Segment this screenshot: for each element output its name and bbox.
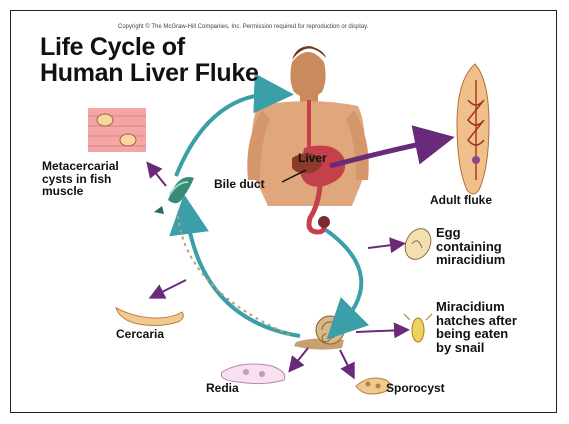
label-liver: Liver <box>298 152 327 165</box>
fish <box>154 177 194 214</box>
label-egg: Egg containing miracidium <box>436 226 505 267</box>
label-adult-fluke: Adult fluke <box>430 194 492 207</box>
label-miracidium: Miracidium hatches after being eaten by … <box>436 300 517 355</box>
arrow-to-egg <box>368 244 400 248</box>
label-sporocyst: Sporocyst <box>386 382 445 395</box>
label-cercaria: Cercaria <box>116 328 164 341</box>
arrow-to-redia <box>292 348 308 368</box>
snail <box>294 316 344 350</box>
diagram-title: Life Cycle of Human Liver Fluke <box>40 34 259 87</box>
cercaria-trail <box>178 216 292 336</box>
arrow-to-cercaria <box>154 280 186 296</box>
egg <box>400 224 435 263</box>
copyright-notice: Copyright © The McGraw-Hill Companies, I… <box>118 24 368 30</box>
cercaria <box>116 308 183 326</box>
arrow-to-miracidium <box>356 330 404 332</box>
label-metacercarial: Metacercarial cysts in fish muscle <box>42 160 119 198</box>
arrow-to-metacercarial <box>150 166 166 186</box>
cycle-arrow-egg-to-snail <box>326 230 361 328</box>
miracidium <box>404 314 432 342</box>
human-figure <box>247 46 368 232</box>
arrow-to-sporocyst <box>340 350 352 374</box>
label-redia: Redia <box>206 382 239 395</box>
label-bile-duct: Bile duct <box>214 178 265 191</box>
fish-muscle-block <box>88 108 146 152</box>
adult-fluke <box>457 64 489 194</box>
